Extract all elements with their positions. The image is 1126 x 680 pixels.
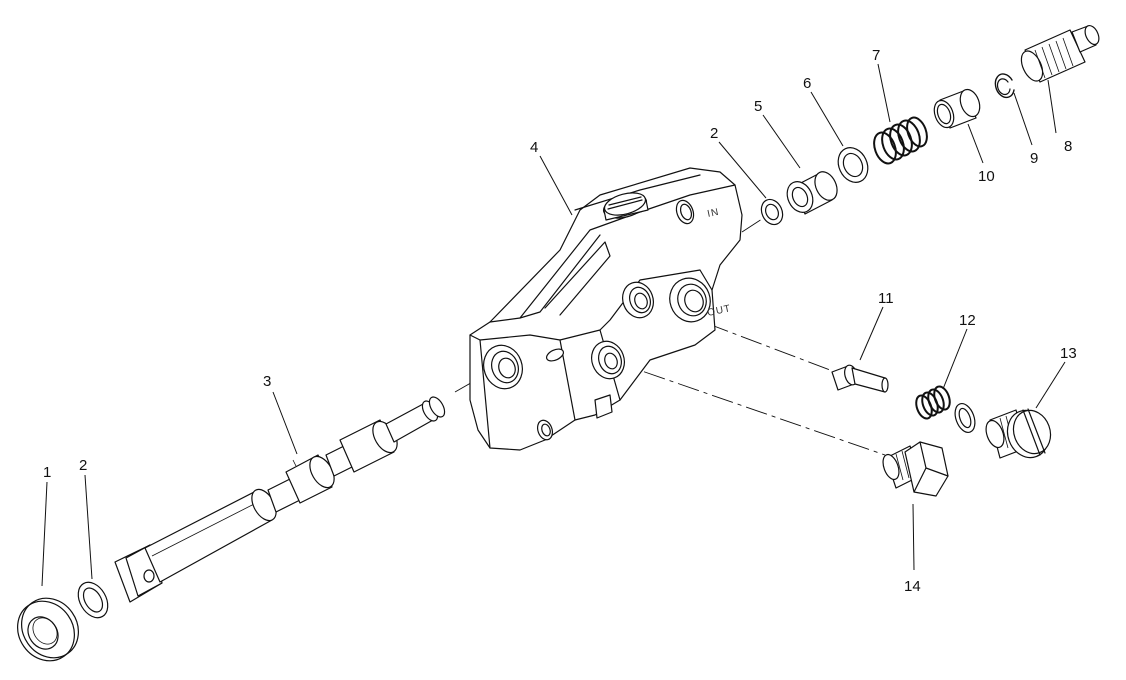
part-4-valve-body: IN OUT — [469, 167, 743, 451]
callout-11: 11 — [878, 290, 894, 307]
part-2-upper-oring — [760, 198, 784, 226]
callout-7: 7 — [872, 47, 880, 64]
callout-numbers: 1 2 3 4 2 5 6 7 8 9 10 11 12 13 14 — [43, 47, 1077, 595]
part-10-sleeve — [933, 88, 981, 129]
part-8-plug — [1020, 24, 1100, 83]
part-1-seal — [17, 597, 79, 662]
callout-2-lower: 2 — [79, 457, 87, 474]
part-5-seat — [786, 171, 838, 215]
callout-6: 6 — [803, 75, 811, 92]
washer-near-13 — [954, 402, 976, 434]
callout-12: 12 — [959, 312, 976, 329]
callout-14: 14 — [904, 578, 921, 595]
callout-4: 4 — [530, 139, 538, 156]
part-11-poppet — [831, 364, 889, 393]
part-13-slotted-plug — [985, 408, 1052, 459]
port-label-in: IN — [706, 207, 720, 220]
part-2-lower-oring — [77, 581, 109, 619]
part-9-retaining-ring — [994, 73, 1015, 99]
part-7-spring — [873, 116, 928, 165]
leader-lines — [41, 63, 1066, 587]
part-6-washer — [837, 147, 869, 183]
part-12-spring — [915, 385, 951, 420]
part-14-hex-plug — [882, 441, 949, 497]
callout-9: 9 — [1030, 150, 1038, 167]
callout-2-upper: 2 — [710, 125, 718, 142]
callout-8: 8 — [1064, 138, 1072, 155]
callout-3: 3 — [263, 373, 271, 390]
callout-10: 10 — [978, 168, 995, 185]
callout-13: 13 — [1060, 345, 1077, 362]
callout-5: 5 — [754, 98, 762, 115]
port-label-out: OUT — [706, 303, 732, 319]
callout-1: 1 — [43, 464, 51, 481]
part-3-spool — [114, 396, 446, 603]
